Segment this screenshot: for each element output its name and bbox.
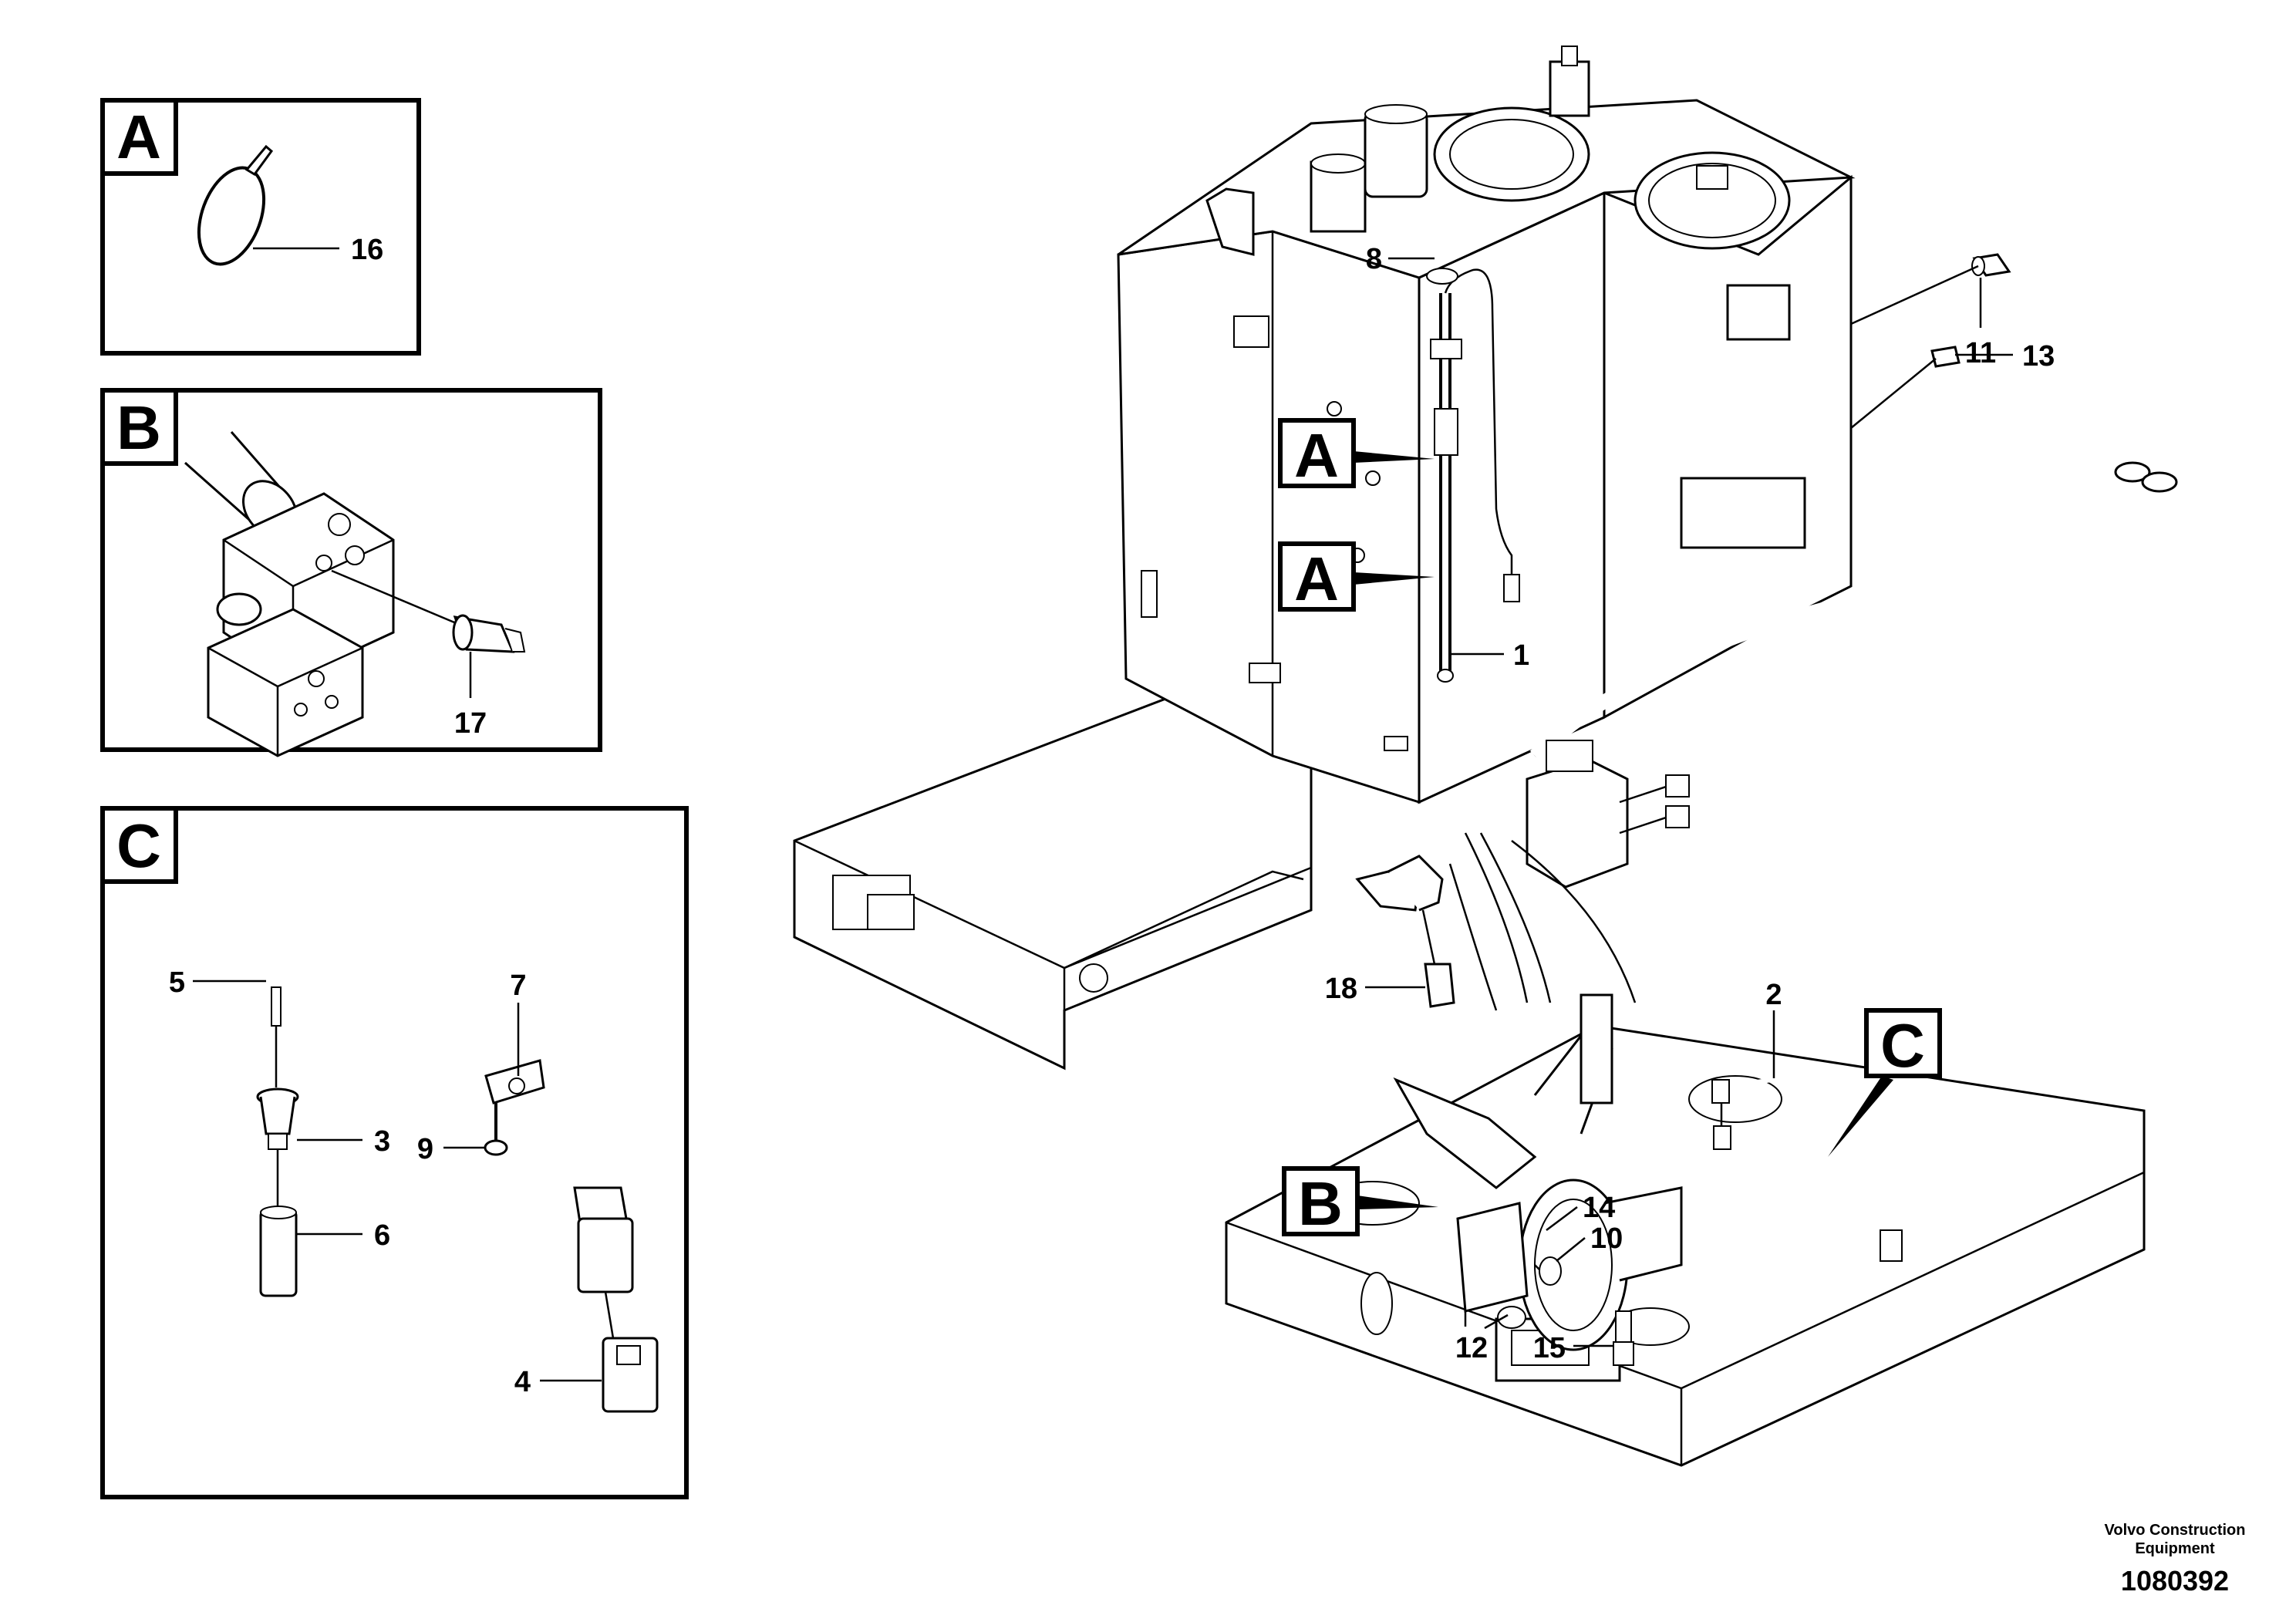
flag-a-upper: A xyxy=(1278,418,1435,490)
callout-15: 15 xyxy=(1533,1332,1566,1364)
grommet-icon xyxy=(256,1088,299,1150)
flag-label-c: C xyxy=(1880,1011,1925,1080)
pressure-switch-18 xyxy=(1355,855,1455,1008)
suction-hose xyxy=(1529,461,2178,770)
detail-label-a: A xyxy=(116,103,161,171)
sensor-11 xyxy=(1971,253,2011,277)
detail-box-a: A 16 xyxy=(100,98,421,356)
lower-frame xyxy=(1225,1024,2146,1467)
hydraulic-tank xyxy=(1117,46,1856,804)
valve-block-icon xyxy=(184,431,395,757)
callout-6: 6 xyxy=(374,1219,390,1252)
title-block: Volvo Construction Equipment 1080392 xyxy=(2105,1522,2246,1597)
screw-icon xyxy=(484,1103,508,1156)
detail-box-c: C xyxy=(100,806,689,1499)
detail-box-b: B 17 xyxy=(100,388,602,757)
callout-3: 3 xyxy=(374,1125,390,1158)
callout-10: 10 xyxy=(1590,1222,1623,1255)
callout-11: 11 xyxy=(1965,337,1996,369)
connector-icon xyxy=(573,1186,634,1339)
flag-label-a-upper: A xyxy=(1294,421,1339,490)
callout-18: 18 xyxy=(1325,973,1357,1005)
detail-label-c: C xyxy=(116,811,161,880)
flag-label-b: B xyxy=(1298,1169,1343,1238)
callout-14: 14 xyxy=(1583,1192,1615,1224)
company-name-line1: Volvo Construction xyxy=(2105,1522,2246,1539)
pressure-sensor-icon xyxy=(452,614,526,653)
clamp-icon xyxy=(484,1059,545,1104)
pump-assembly xyxy=(1393,993,1683,1366)
harness-2 xyxy=(1711,1069,1903,1262)
flag-a-lower: A xyxy=(1278,541,1435,613)
flag-label-a-lower: A xyxy=(1294,545,1339,613)
drawing-number: 1080392 xyxy=(2121,1565,2229,1597)
callout-9: 9 xyxy=(417,1133,433,1165)
float-icon xyxy=(259,1206,298,1297)
frame-rail xyxy=(793,689,1313,1071)
callout-2: 2 xyxy=(1765,979,1782,1011)
callout-7: 7 xyxy=(510,969,526,1002)
callout-16: 16 xyxy=(351,234,383,266)
callout-13: 13 xyxy=(2022,340,2055,373)
mating-connector-icon xyxy=(602,1337,659,1413)
callout-1: 1 xyxy=(1513,639,1529,672)
level-sensor xyxy=(1426,268,1520,683)
solenoid-valve xyxy=(1448,740,1690,1011)
sensor-13 xyxy=(1930,346,1971,368)
flag-b: B xyxy=(1282,1166,1438,1238)
detail-label-b: B xyxy=(116,393,161,462)
callout-5: 5 xyxy=(169,966,185,999)
cable-tie-icon xyxy=(197,144,274,266)
callout-4: 4 xyxy=(514,1366,531,1398)
callout-12: 12 xyxy=(1455,1332,1488,1364)
company-name-line2: Equipment xyxy=(2135,1540,2215,1557)
callout-8: 8 xyxy=(1366,243,1382,275)
callout-17: 17 xyxy=(454,707,487,740)
main-assembly: A A B C 8 1 11 13 18 2 xyxy=(793,46,2178,1467)
flag-c: C xyxy=(1828,1008,1942,1157)
